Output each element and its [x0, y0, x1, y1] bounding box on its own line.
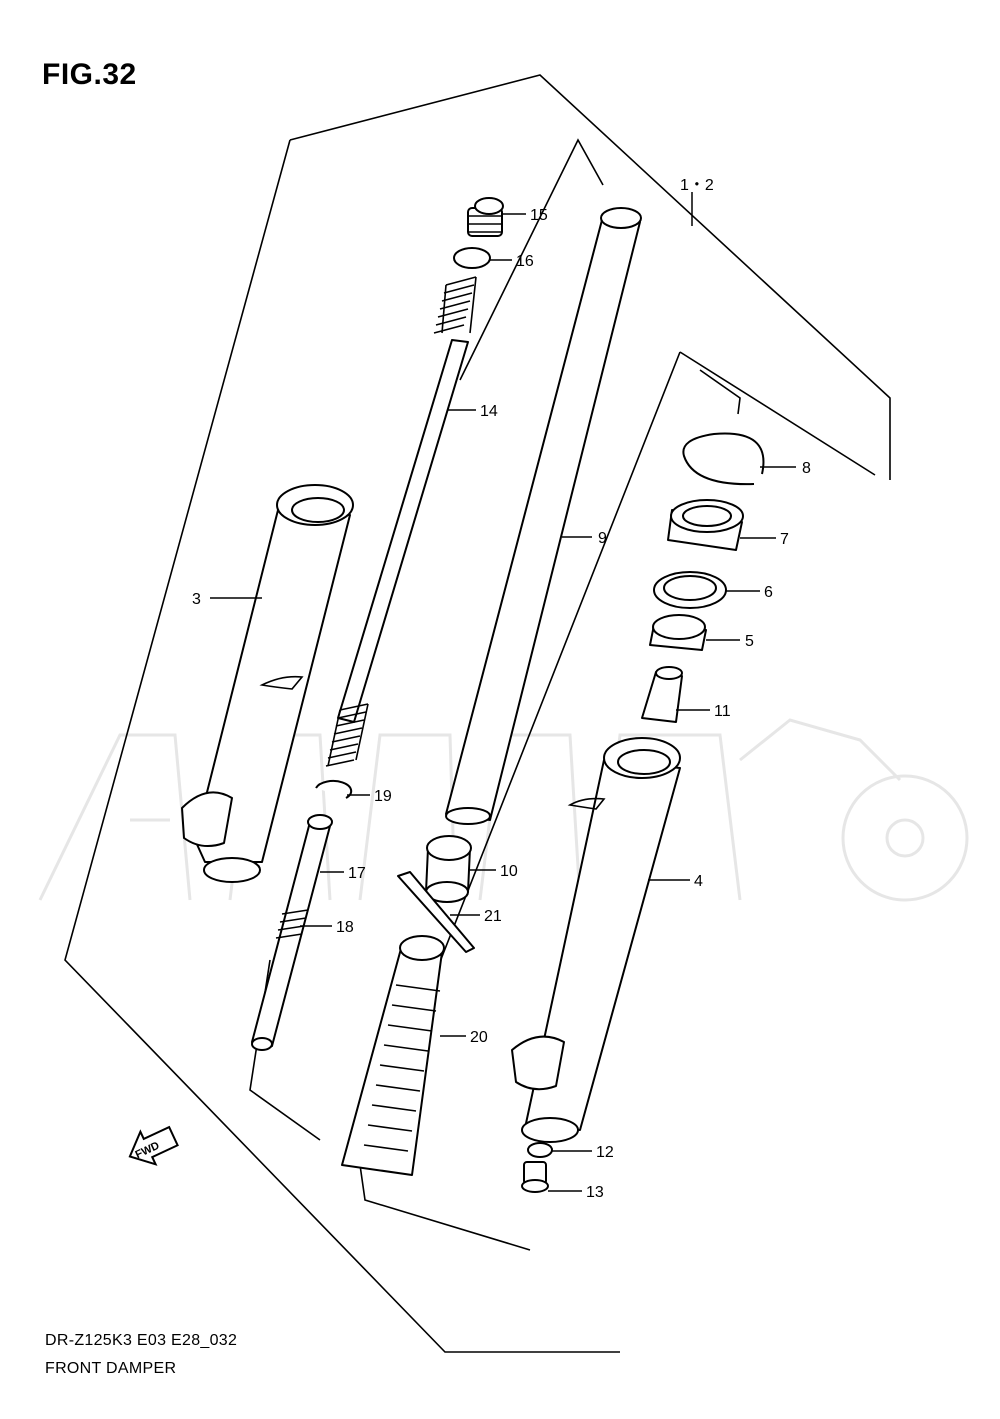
callout-9: 9: [598, 530, 607, 547]
callout-12: 12: [596, 1144, 614, 1161]
part-16-o-ring: [453, 247, 491, 269]
outer-assembly-frame: [64, 74, 891, 1353]
callout-14: 14: [480, 403, 498, 420]
part-15-cap-bolt: [467, 197, 504, 237]
part-4-outer-tube-right: [511, 737, 681, 1143]
part-10-collar: [425, 835, 472, 903]
part-14-damper-rod: [325, 276, 477, 767]
callout-5: 5: [745, 633, 754, 650]
part-7-oil-seal: [667, 499, 744, 551]
callout-20: 20: [470, 1029, 488, 1046]
part-5-bushing: [649, 614, 707, 651]
callout-10: 10: [500, 863, 518, 880]
callout-17: 17: [348, 865, 366, 882]
part-17-rod: [251, 814, 333, 1051]
outer-tube-frame: [359, 351, 876, 1251]
part-18-spring: [275, 909, 309, 939]
callout-13: 13: [586, 1184, 604, 1201]
callout-21: 21: [484, 908, 502, 925]
callout-7: 7: [780, 531, 789, 548]
figure-title: FIG.32: [42, 58, 137, 91]
part-19-ring: [315, 779, 353, 799]
diagram-caption: FRONT DAMPER: [45, 1360, 177, 1377]
part-8-snap-ring: [682, 432, 765, 486]
callout-6: 6: [764, 584, 773, 601]
part-11-oil-lock-piece: [641, 666, 683, 723]
callout-19: 19: [374, 788, 392, 805]
part-12-gasket: [527, 1142, 553, 1158]
part-21-strap: [397, 871, 475, 953]
callout-1-2: 1・2: [680, 177, 714, 194]
model-code: DR-Z125K3 E03 E28_032: [45, 1332, 238, 1349]
callout-8: 8: [802, 460, 811, 477]
callout-18: 18: [336, 919, 354, 936]
part-9-inner-tube: [445, 207, 642, 825]
fwd-direction-arrow: FWD: [128, 1125, 179, 1166]
part-3-outer-tube-left: [181, 484, 354, 883]
part-13-bolt: [521, 1161, 549, 1193]
leader-lines: [210, 192, 796, 1192]
callout-15: 15: [530, 207, 548, 224]
callout-3: 3: [192, 591, 201, 608]
part-6-washer: [653, 571, 727, 609]
callout-labels: 1・2 3 4 5 6 7 8 9 10 11 12 13 14 15 16 1…: [192, 177, 811, 1201]
callout-4: 4: [694, 873, 703, 890]
part-20-boot: [341, 935, 445, 1176]
callout-16: 16: [516, 253, 534, 270]
callout-11: 11: [714, 703, 731, 720]
